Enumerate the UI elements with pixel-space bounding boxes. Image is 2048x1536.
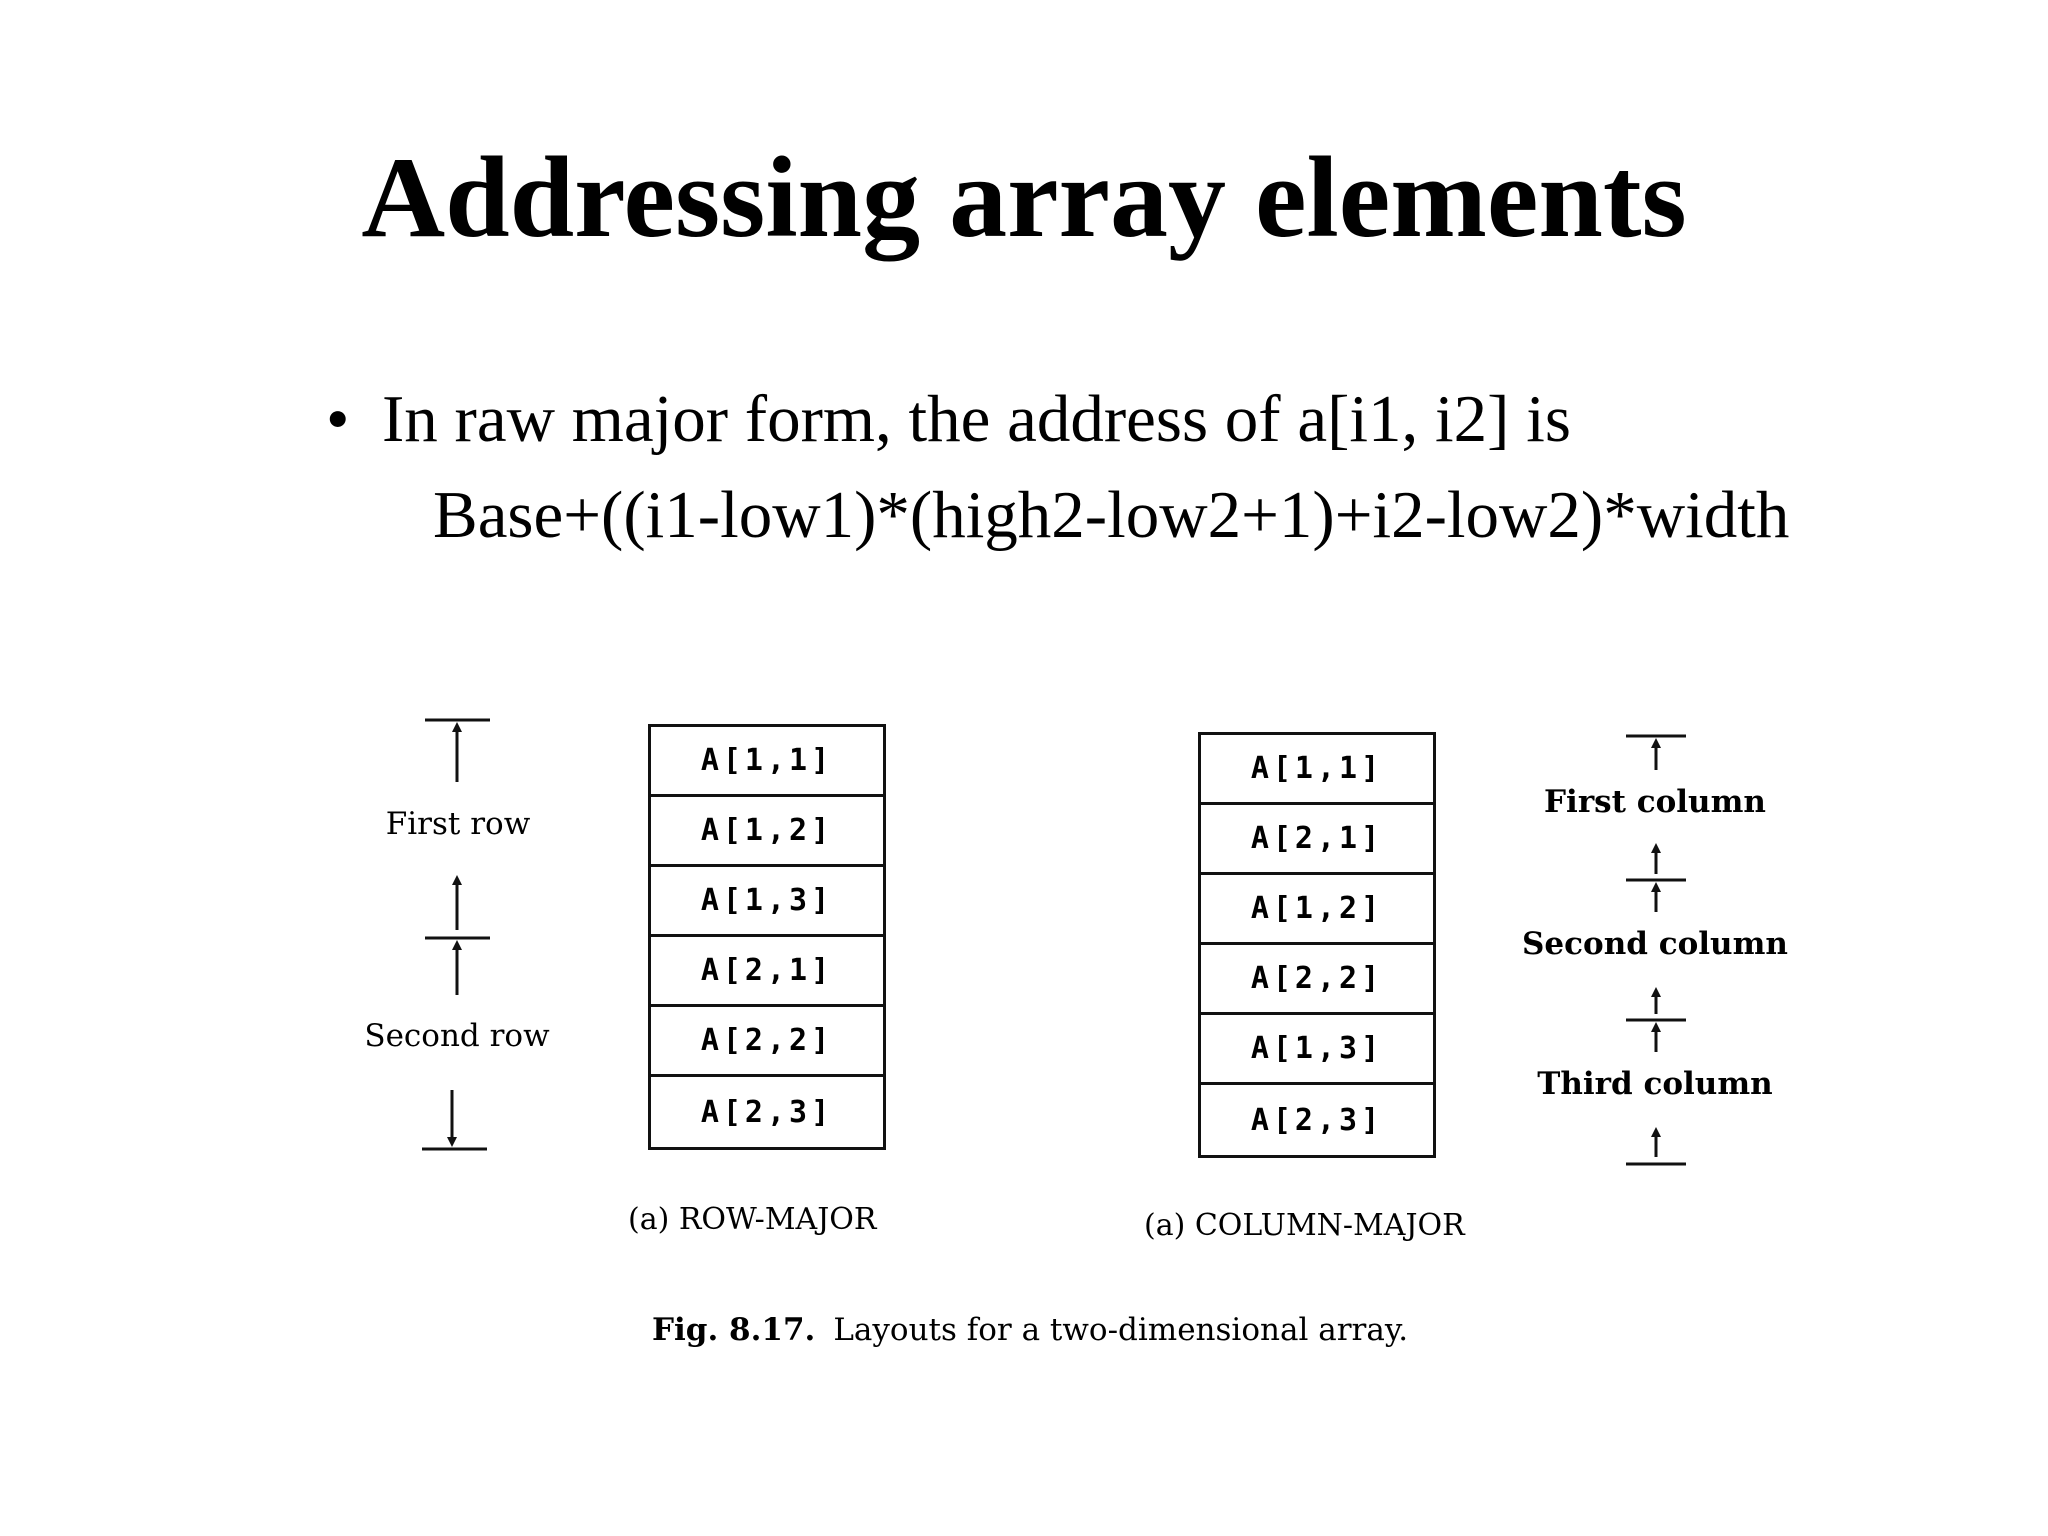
figure-number: Fig. 8.17. — [652, 1312, 816, 1348]
second-column-label: Second column — [1522, 926, 1788, 962]
first-row-label: First row — [385, 806, 531, 842]
row-major-cell: A[2,1] — [651, 937, 883, 1007]
bullet-item: • In raw major form, the address of a[i1,… — [326, 374, 1571, 464]
column-major-caption-text: COLUMN-MAJOR — [1194, 1208, 1465, 1243]
column-major-cell: A[2,1] — [1201, 805, 1433, 875]
second-row-label: Second row — [364, 1018, 550, 1054]
row-major-cell: A[2,3] — [700, 1094, 834, 1130]
figure-caption: Fig. 8.17. Layouts for a two-dimensional … — [652, 1312, 1408, 1348]
row-major-array: A[1,1] A[1,2] A[1,3] A[2,1] A[2,2] A[2,3… — [648, 724, 886, 1150]
row-major-caption-prefix: (a) — [628, 1202, 670, 1237]
bullet-text: In raw major form, the address of a[i1, … — [382, 382, 1571, 456]
row-major-cell: A[1,1] — [651, 727, 883, 797]
row-major-cell: A[1,3] — [651, 867, 883, 937]
row-major-caption: (a) ROW-MAJOR — [628, 1202, 876, 1237]
column-major-caption: (a) COLUMN-MAJOR — [1144, 1208, 1465, 1243]
address-formula: Base+((i1-low1)*(high2-low2+1)+i2-low2)*… — [433, 478, 1790, 552]
first-column-label: First column — [1544, 784, 1766, 820]
column-major-cell: A[2,3] — [1250, 1102, 1384, 1138]
column-major-cell: A[1,2] — [1201, 875, 1433, 945]
third-column-label: Third column — [1537, 1066, 1773, 1102]
row-major-cell: A[1,2] — [651, 797, 883, 867]
row-major-cell: A[2,2] — [651, 1007, 883, 1077]
bullet-marker: • — [326, 382, 350, 456]
column-major-cell: A[2,2] — [1201, 945, 1433, 1015]
column-major-cell: A[1,1] — [1201, 735, 1433, 805]
row-major-caption-text: ROW-MAJOR — [678, 1202, 877, 1237]
column-major-cell: A[1,3] — [1201, 1015, 1433, 1085]
figure-caption-text: Layouts for a two-dimensional array. — [833, 1312, 1409, 1348]
column-major-caption-prefix: (a) — [1144, 1208, 1186, 1243]
column-major-array: A[1,1] A[2,1] A[1,2] A[2,2] A[1,3] A[2,3… — [1198, 732, 1436, 1158]
slide-title: Addressing array elements — [361, 134, 1687, 262]
